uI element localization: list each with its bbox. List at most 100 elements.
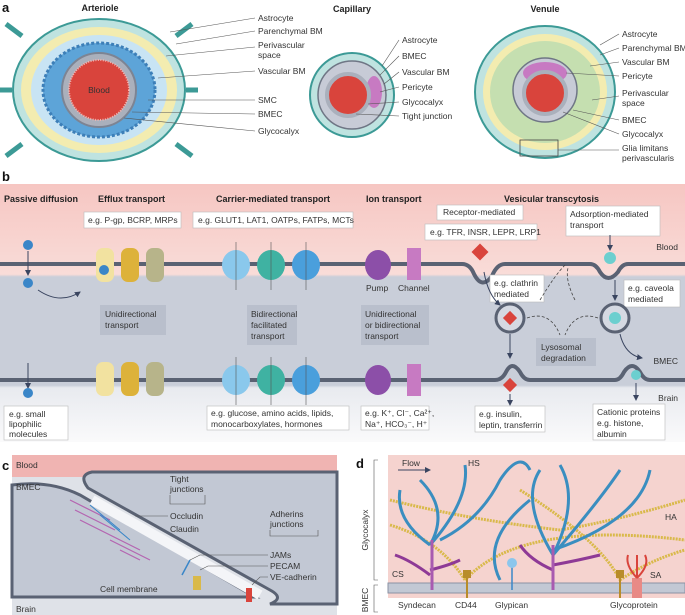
hyaluronan-chains: [389, 488, 685, 582]
clathrin-label-2: mediated: [494, 289, 529, 299]
label-perivascular: Perivascular: [622, 88, 669, 98]
carrier-note-2: facilitated: [251, 320, 287, 330]
header-carrier: Carrier-mediated transport: [216, 194, 330, 204]
side-label-brain: Brain: [658, 393, 678, 403]
efflux-examples: e.g. P-gp, BCRP, MRPs: [88, 215, 178, 225]
header-efflux: Efflux transport: [98, 194, 165, 204]
brain-label: Brain: [16, 604, 36, 614]
venule-diagram: Venule Astrocyte Parenchymal BM Vascular…: [474, 4, 685, 163]
ve-cadherin-label: VE-cadherin: [270, 572, 317, 582]
receptor-ligands-1: e.g. insulin,: [479, 409, 522, 419]
jams: [181, 559, 191, 576]
label-parenchymal-bm: Parenchymal BM: [622, 43, 685, 53]
panel-letter: b: [2, 169, 10, 184]
carrier-substrates-1: e.g. glucose, amino acids, lipids,: [211, 408, 333, 418]
caveola-label-1: e.g. caveola: [628, 283, 674, 293]
header-vesicular: Vesicular transcytosis: [504, 194, 599, 204]
lysosomal-label-2: degradation: [541, 353, 586, 363]
label-smc: SMC: [258, 95, 277, 105]
occludin-label: Occludin: [170, 511, 203, 521]
caveola-label-2: mediated: [628, 294, 663, 304]
label-tight-junction: Tight junction: [402, 111, 453, 121]
cd44: [463, 570, 471, 578]
header-ion: Ion transport: [366, 194, 422, 204]
label-perivascularis: perivascularis: [622, 153, 674, 163]
panel-a: a Blood Arteriole Astrocyte Parenchymal …: [0, 0, 685, 163]
blood-label: Blood: [16, 460, 38, 470]
cell-membrane-label: Cell membrane: [100, 584, 158, 594]
ion-note-1: Unidirectional: [365, 309, 417, 319]
panel-letter: d: [356, 456, 364, 471]
efflux-note-1: Unidirectional: [105, 309, 157, 319]
adherins-1: Adherins: [270, 509, 304, 519]
syndecan-label: Syndecan: [398, 600, 436, 610]
carrier-examples: e.g. GLUT1, LAT1, OATPs, FATPs, MCTs: [198, 215, 354, 225]
ion-note-3: transport: [365, 331, 399, 341]
carrier-note-1: Bidirectional: [251, 309, 297, 319]
side-label-blood: Blood: [656, 242, 678, 252]
pump-label: Pump: [366, 283, 388, 293]
panel-letter: a: [2, 0, 10, 15]
capillary-title: Capillary: [333, 4, 371, 14]
channel-label: Channel: [398, 283, 430, 293]
ion-examples-1: e.g. K⁺, Cl⁻, Ca²⁺,: [365, 408, 434, 418]
carrier-substrates-2: monocarboxylates, hormones: [211, 419, 323, 429]
blood-label: Blood: [88, 85, 110, 95]
ion-examples-2: Na⁺, HCO₃⁻, H⁺: [365, 419, 428, 429]
panel-b: b Passive diffusion Efflux transport Car…: [0, 169, 685, 442]
label-space: space: [258, 50, 281, 60]
efflux-note-2: transport: [105, 320, 139, 330]
receptor-mediated-label: Receptor-mediated: [443, 207, 516, 217]
label-vascular-bm: Vascular BM: [622, 57, 670, 67]
adsorption-label-1: Adsorption-mediated: [570, 209, 649, 219]
passive-examples-1: e.g. small: [9, 409, 45, 419]
passive-examples-3: molecules: [9, 429, 47, 439]
claudin-label: Claudin: [170, 524, 199, 534]
hs-label: HS: [468, 458, 480, 468]
label-glycocalyx: Glycocalyx: [258, 126, 300, 136]
efflux-transporters: [96, 248, 164, 396]
label-bmec: BMEC: [402, 51, 427, 61]
ligand: [471, 243, 489, 261]
carrier-note-3: transport: [251, 331, 285, 341]
label-vascular-bm: Vascular BM: [258, 66, 306, 76]
side-label-bmec: BMEC: [653, 356, 678, 366]
cs-label: CS: [392, 569, 404, 579]
bmec-axis-label: BMEC: [360, 588, 370, 613]
chondroitin-sulfate-chains: [394, 544, 601, 577]
luminal-membrane: [0, 262, 685, 285]
receptor-examples: e.g. TFR, INSR, LEPR, LRP1: [430, 227, 541, 237]
label-parenchymal-bm: Parenchymal BM: [258, 26, 323, 36]
molecule: [23, 240, 33, 250]
label-vascular-bm: Vascular BM: [402, 67, 450, 77]
cationic-2: e.g. histone,: [597, 418, 643, 428]
ve-cadherin: [246, 588, 252, 602]
tight-junction-proteins: [69, 499, 151, 561]
jams-label: JAMs: [270, 550, 291, 560]
passive-examples-2: lipophilic: [9, 419, 42, 429]
heparan-sulfate-chains: [397, 460, 652, 581]
cationic-3: albumin: [597, 429, 627, 439]
panel-c: c Tight junctions Occludin Claudin Adher…: [2, 455, 339, 615]
pecam: [193, 576, 201, 590]
arteriole-diagram: Blood Arteriole Astrocyte Parenchymal BM…: [0, 3, 323, 162]
molecule: [23, 388, 33, 398]
cationic-1: Cationic proteins: [597, 407, 660, 417]
glypican: [507, 558, 517, 568]
glycoprotein-label: Glycoprotein: [610, 600, 658, 610]
flow-label: Flow: [402, 458, 421, 468]
glycocalyx-axis-label: Glycocalyx: [360, 509, 370, 551]
cd44-label: CD44: [455, 600, 477, 610]
bmec-label: BMEC: [16, 482, 41, 492]
label-glycocalyx: Glycocalyx: [402, 97, 444, 107]
panel-d: d Glycocalyx BMEC Flow HS HA CS SA Synde…: [356, 455, 685, 613]
carrier-transporters: [222, 242, 320, 405]
label-space: space: [622, 98, 645, 108]
cationic-molecule: [604, 252, 616, 264]
label-glia-limitans: Glia limitans: [622, 143, 668, 153]
molecule: [23, 278, 33, 288]
label-pericyte: Pericyte: [402, 82, 433, 92]
label-perivascular: Perivascular: [258, 40, 305, 50]
adherins-2: junctions: [269, 519, 304, 529]
